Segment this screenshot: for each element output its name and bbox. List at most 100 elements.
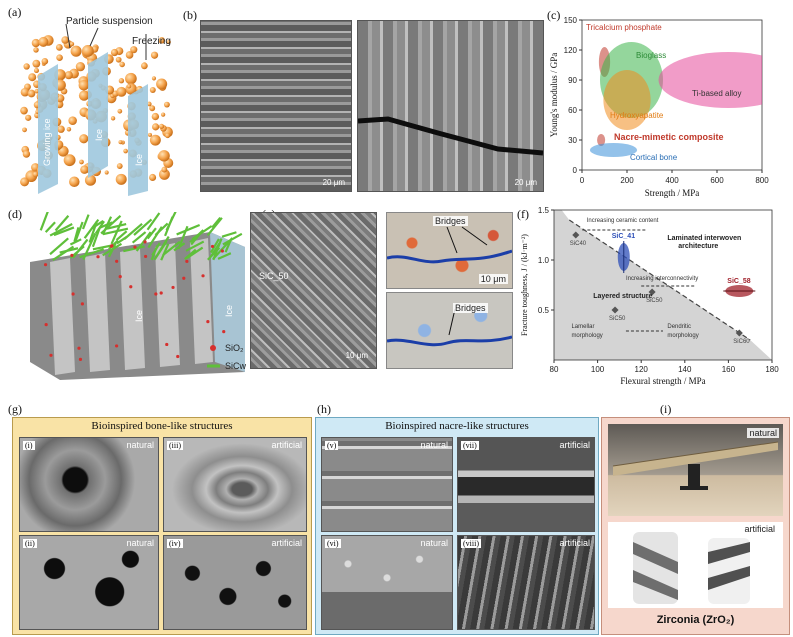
whisker: [106, 223, 127, 230]
bone-natural-osteon: (i) natural: [19, 437, 159, 532]
whisker: [176, 223, 201, 236]
annotation: Layered structure: [593, 293, 652, 300]
y-tick-label: 150: [564, 16, 578, 25]
scale-bar: 20 μm: [322, 178, 345, 187]
subpanel-iii: (iii): [167, 441, 183, 450]
whisker: [52, 245, 75, 262]
particle: [78, 90, 90, 101]
whisker: [69, 238, 82, 246]
particle: [55, 43, 63, 51]
particle: [33, 67, 40, 74]
whisker: [217, 252, 232, 260]
particle: [158, 37, 166, 44]
natural-tag: natural: [126, 440, 154, 450]
nacre-artificial-layers: (viii) artificial: [457, 535, 595, 630]
bridges-label: Bridges: [433, 216, 468, 226]
particle: [159, 123, 165, 129]
bone-artificial-lamellar: (iii) artificial: [163, 437, 307, 532]
scale-bar: 10 μm: [478, 274, 508, 284]
particle: [151, 76, 157, 81]
subpanel-ii: (ii): [23, 539, 37, 548]
sio2-particle: [143, 240, 147, 244]
x-tick-label: 160: [722, 365, 736, 374]
x-tick-label: 400: [665, 176, 679, 185]
particle: [68, 116, 77, 125]
y-tick-label: 1.5: [538, 206, 550, 215]
x-tick-label: 600: [710, 176, 724, 185]
whisker: [146, 227, 157, 240]
panel-g-label: (g): [8, 402, 22, 416]
particle: [32, 171, 39, 178]
toughness-strength-chart: SiC40SiC50SiC50SiC60SiC_41SiC_58Increasi…: [520, 206, 779, 386]
particle: [41, 58, 49, 65]
sample-label: SiC_50: [259, 271, 289, 281]
zirconia-samples: artificial: [608, 522, 783, 608]
tusk-stand: [688, 464, 700, 488]
whisker: [123, 223, 143, 240]
whisker: [189, 229, 205, 244]
artificial-tag: artificial: [271, 538, 302, 548]
freezing-label: Freezing: [132, 36, 171, 47]
particle: [115, 173, 127, 185]
particle: [125, 51, 134, 59]
natural-tag: natural: [126, 538, 154, 548]
nacre-natural-platelets: (vi) natural: [321, 535, 453, 630]
particle: [156, 78, 168, 90]
whisker: [173, 242, 186, 252]
point-label: SiC50: [609, 316, 626, 322]
crack-path: [358, 116, 543, 156]
y-tick-label: 0.5: [538, 306, 550, 315]
x-tick-label: 140: [678, 365, 692, 374]
particle: [152, 123, 160, 131]
panel-f-label: (f): [517, 207, 529, 221]
sio2-particle: [220, 249, 224, 253]
particle: [117, 108, 123, 114]
particle: [123, 148, 128, 154]
crack-line: [387, 335, 512, 347]
artificial-tag: artificial: [271, 440, 302, 450]
subpanel-iv: (iv): [167, 539, 183, 548]
particle: [20, 87, 30, 97]
particle: [149, 173, 157, 181]
sio2-particle: [210, 244, 215, 249]
particle: [151, 112, 160, 121]
bone-artificial-porous: (iv) artificial: [163, 535, 307, 630]
panel-h-title: Bioinspired nacre-like structures: [385, 420, 529, 432]
particle: [110, 116, 116, 121]
ice-column-3: [128, 84, 148, 196]
annotation: morphology: [667, 333, 698, 339]
particle: [130, 46, 138, 54]
particle: [150, 51, 159, 59]
bridges-label: Bridges: [453, 303, 488, 313]
panel-i-label: (i): [660, 402, 672, 416]
particle: [69, 176, 80, 187]
region-label: Cortical bone: [630, 153, 678, 162]
plot-frame: [553, 209, 773, 361]
x-tick-label: 0: [580, 176, 585, 185]
natural-tag: natural: [420, 440, 448, 450]
x-axis-label: Flexural strength / MPa: [620, 376, 705, 386]
whisker: [53, 226, 75, 237]
whisker: [54, 215, 70, 232]
whisker: [99, 221, 113, 229]
particle: [27, 89, 36, 98]
panel-h-label: (h): [317, 402, 331, 416]
whisker: [211, 217, 222, 229]
sio2-particle: [154, 292, 158, 296]
particle: [20, 106, 28, 115]
particle: [80, 165, 89, 174]
particle: [146, 101, 152, 107]
particle: [165, 132, 171, 139]
particle: [57, 125, 65, 133]
ice-column-1: [38, 64, 58, 194]
panel-g-frame: Bioinspired bone-like structures (i) nat…: [12, 417, 312, 635]
whisker: [115, 230, 128, 241]
particle: [125, 72, 137, 85]
annotation: Lamellar: [571, 324, 594, 330]
whisker: [209, 238, 220, 254]
sicw-scaffold-schematic: Ice Ice: [30, 212, 245, 380]
annotation: Increasing interconnectivity: [626, 276, 698, 282]
subpanel-vii: (vii): [461, 441, 479, 450]
sio2-legend-label: SiO₂: [225, 343, 244, 353]
particle: [25, 114, 32, 121]
